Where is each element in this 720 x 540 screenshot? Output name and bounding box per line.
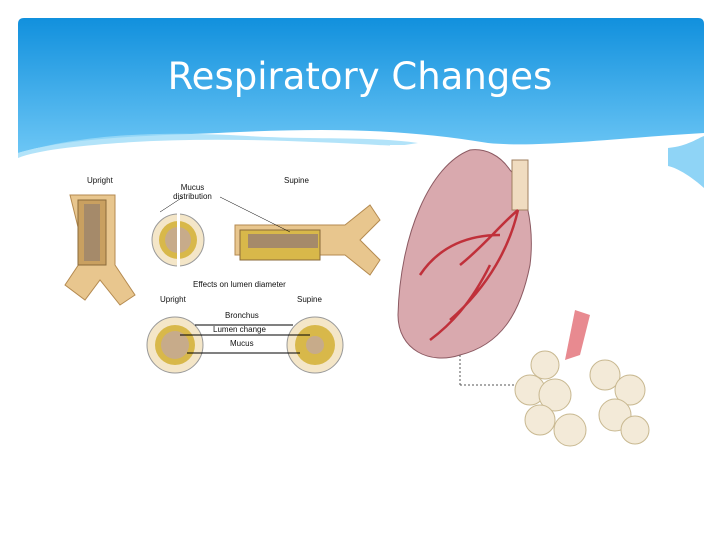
bronchus-mucus-diagram: Upright Mucus distribution Supine Effect…	[60, 170, 390, 385]
label-upright-top: Upright	[87, 176, 113, 185]
label-upright-bottom: Upright	[160, 295, 186, 304]
label-effects: Effects on lumen diameter	[193, 280, 286, 289]
header-banner	[18, 18, 704, 188]
bronchus-illustration	[64, 194, 381, 374]
slide-title: Respiratory Changes	[167, 55, 553, 98]
lung-illustration	[390, 145, 668, 472]
label-mucus: Mucus	[230, 339, 254, 348]
label-supine-bottom: Supine	[297, 295, 322, 304]
label-lumen-change: Lumen change	[213, 325, 266, 334]
label-bronchus: Bronchus	[225, 311, 259, 320]
label-supine-top: Supine	[284, 176, 309, 185]
lung-alveoli-icon	[397, 149, 650, 447]
label-mucus-distribution: Mucus distribution	[173, 183, 212, 201]
